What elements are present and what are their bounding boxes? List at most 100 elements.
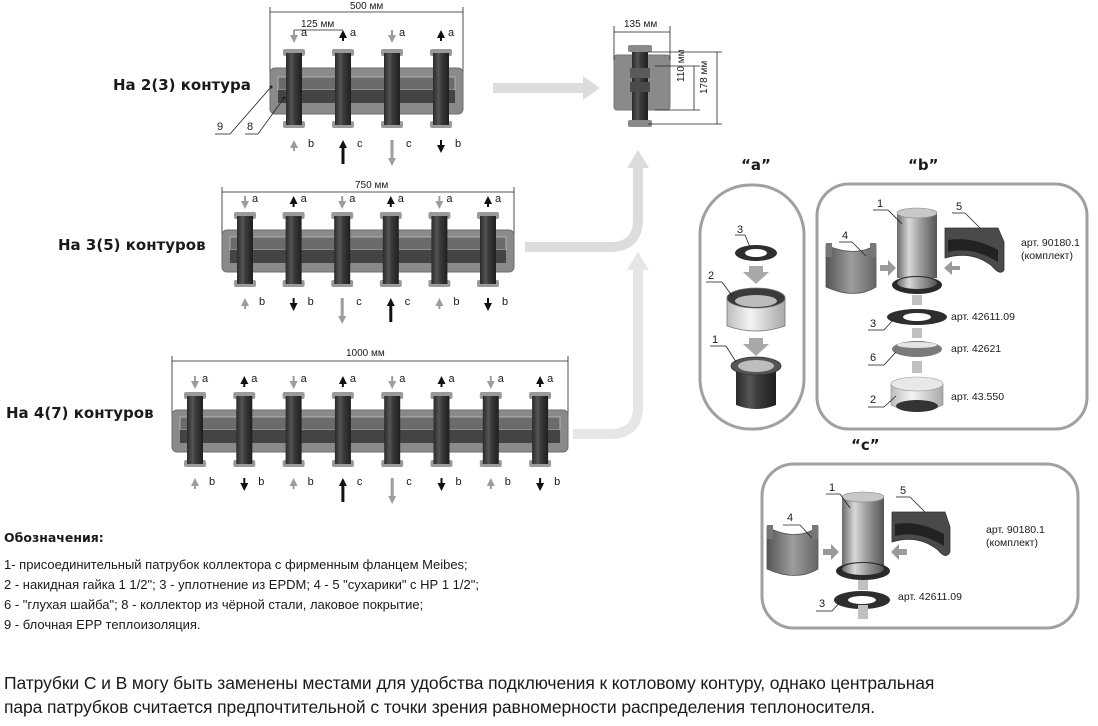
arrow-head — [241, 201, 249, 209]
connection-pipe — [431, 216, 448, 284]
arrow-head — [191, 478, 199, 486]
connection-pipe — [842, 497, 884, 565]
connection-pipe — [532, 396, 549, 464]
collector-title-2-3: На 2(3) контура — [113, 76, 251, 94]
detail-b-part-2: 2 — [870, 394, 877, 406]
arrow-head — [191, 381, 199, 389]
port-label-bottom: b — [308, 138, 315, 150]
port-label-bottom: b — [259, 296, 266, 308]
arrow-head — [289, 478, 298, 486]
detail-a-frame — [698, 183, 806, 431]
port-label-top: a — [399, 373, 406, 385]
port-label-bottom: b — [453, 296, 460, 308]
arrow-head — [241, 298, 249, 306]
arrow-head — [338, 316, 347, 324]
port-label-top: a — [350, 27, 357, 39]
arrow-head — [290, 140, 298, 148]
port-label-bottom: c — [404, 296, 411, 308]
connection-pipe — [736, 370, 776, 409]
detail-c-part-1: 1 — [829, 482, 836, 494]
connection-pipe — [286, 53, 302, 125]
side-view-tube — [630, 82, 650, 92]
port-label-top: a — [300, 193, 307, 205]
arrow-head — [240, 483, 249, 491]
arrow-head — [484, 303, 492, 311]
detail-c-kit-note: (комплект) — [986, 537, 1038, 549]
connection-pipe — [384, 53, 400, 125]
port-label-top: a — [448, 27, 455, 39]
flow-arrow-curve-middle — [525, 168, 643, 252]
port-label-bottom: b — [504, 476, 511, 488]
arrow-head — [338, 376, 347, 384]
legend-title: Обозначения: — [4, 530, 104, 545]
connection-pipe — [285, 216, 302, 284]
callout-9: 9 — [217, 121, 224, 133]
port-label-bottom: b — [209, 476, 216, 488]
connection-pipe — [334, 216, 351, 284]
port-label-top: a — [202, 373, 209, 385]
connection-pipe — [433, 396, 450, 464]
arrow-head — [388, 496, 397, 504]
arrow-head — [339, 30, 347, 38]
collector-pitch-label: 125 мм — [301, 19, 335, 30]
side-view-tube — [630, 68, 650, 78]
arrow-head — [388, 381, 397, 389]
assembly-arrow — [912, 328, 922, 338]
detail-b-part-1: 1 — [877, 198, 884, 210]
connection-pipe — [480, 216, 496, 284]
assembly-arrow — [858, 605, 868, 619]
port-label-bottom: b — [455, 138, 462, 150]
port-label-bottom: c — [406, 476, 412, 488]
port-label-top: a — [446, 193, 453, 205]
legend-list: 1- присоединительный патрубок коллектора… — [4, 555, 479, 635]
arrow-head — [437, 376, 446, 384]
port-label-bottom: c — [357, 138, 363, 150]
detail-b-seal-article: арт. 42611.09 — [951, 311, 1015, 323]
assembly-arrow — [944, 261, 960, 275]
flow-arrow-shaft — [493, 83, 583, 93]
arrow-head — [437, 483, 446, 491]
port-label-top: a — [547, 373, 554, 385]
arrow-head — [290, 35, 298, 43]
footnote: Патрубки С и В могу быть заменены местам… — [4, 671, 934, 719]
port-label-bottom: b — [455, 476, 462, 488]
port-label-top: a — [497, 373, 504, 385]
port-label-top: a — [251, 373, 258, 385]
arrow-head — [536, 483, 545, 491]
collector-width-label-500: 500 мм — [350, 1, 384, 12]
detail-b-parts — [825, 207, 1005, 412]
connection-pipe — [236, 396, 253, 464]
side-view-flange — [628, 120, 652, 127]
assembly-arrow — [891, 544, 907, 560]
connection-pipe — [482, 396, 499, 464]
collector-width-label-1000: 1000 мм — [346, 348, 385, 359]
port-label-top: a — [448, 373, 455, 385]
arrow-head — [486, 381, 495, 389]
port-label-bottom: b — [307, 296, 314, 308]
collector-title-3-5: На 3(5) контуров — [58, 236, 206, 254]
port-label-top: a — [399, 27, 406, 39]
half-ring-4 — [766, 526, 819, 576]
return-chamber — [180, 430, 560, 443]
port-label-top: a — [495, 193, 502, 205]
detail-a-parts — [706, 234, 786, 409]
detail-c-frame — [760, 462, 1080, 630]
arrow-head — [435, 298, 444, 306]
connection-pipe — [285, 396, 302, 464]
half-ring-4 — [825, 244, 877, 294]
arrow-head — [388, 158, 396, 166]
assembly-arrow — [743, 266, 769, 284]
connection-pipe — [335, 53, 351, 125]
legend-line: 6 - "глухая шайба"; 8 - коллектор из чёр… — [4, 597, 424, 612]
detail-b-nut-article: арт. 43.550 — [951, 391, 1005, 403]
arrow-head — [486, 478, 495, 486]
detail-a-title: “a” — [741, 156, 771, 174]
arrow-head — [536, 376, 545, 384]
connection-pipe — [384, 396, 401, 464]
detail-c-part-3: 3 — [819, 598, 826, 610]
flow-arrows — [493, 76, 649, 439]
detail-b-part-3: 3 — [870, 318, 877, 330]
arrow-head — [289, 381, 298, 389]
detail-c-part-5: 5 — [900, 485, 907, 497]
detail-a-part-2: 2 — [708, 270, 715, 282]
